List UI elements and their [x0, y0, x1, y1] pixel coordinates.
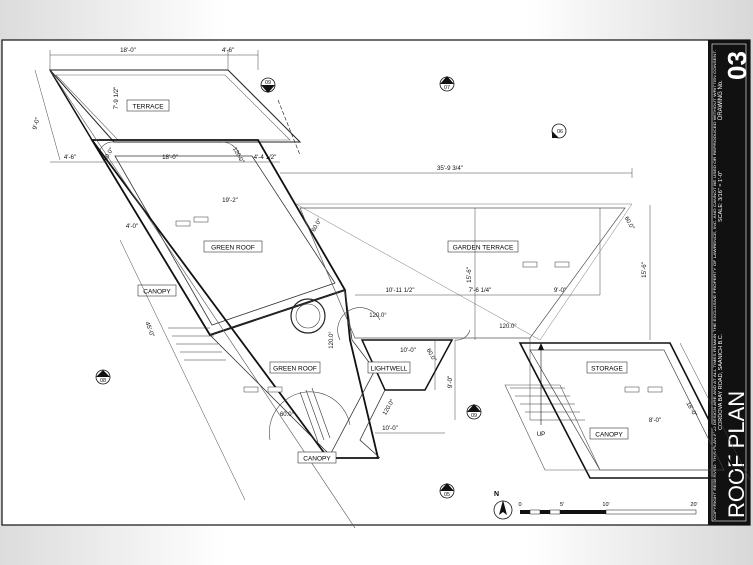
- sheet-title: ROOF PLAN: [724, 391, 749, 518]
- storage: STORAGE: [518, 342, 740, 479]
- green-roof-upper-label: GREEN ROOF: [211, 245, 255, 252]
- terrace: TERRACE: [48, 69, 302, 143]
- scale-20: 20': [690, 502, 697, 508]
- dim-11: 10'-11 1/2": [385, 287, 414, 294]
- marker-06: 06: [551, 123, 567, 139]
- dim-16: 10'-0": [400, 347, 416, 354]
- marker-07-text: 07: [444, 85, 450, 91]
- sheet-border: [1, 39, 751, 526]
- angle-10: 60.0°: [280, 412, 295, 418]
- drawing-no-label: DRAWING No.: [718, 80, 724, 120]
- green-roof-lower-label: GREEN ROOF: [273, 366, 317, 373]
- dim-21: 45'-0": [143, 321, 155, 338]
- title-block: 03 DRAWING No. SCALE: 3/16" = 1'-0" ROOF…: [708, 40, 752, 525]
- roof-plan-drawing: 03 DRAWING No. SCALE: 3/16" = 1'-0" ROOF…: [1, 39, 752, 528]
- lightwell-label: LIGHTWELL: [371, 366, 408, 373]
- dim-2: 4'-6": [222, 47, 234, 54]
- dim-3: 7'-9 1/2": [113, 87, 120, 110]
- skylight: [290, 298, 326, 334]
- dim-4: 9'-0": [32, 117, 42, 131]
- dim-12: 7'-6 1/4": [469, 287, 492, 294]
- north-label: N: [494, 491, 499, 498]
- scale-5: 5': [560, 502, 564, 508]
- north-arrow: N: [493, 491, 513, 520]
- marker-09a-text: 09: [265, 80, 271, 86]
- dim-13: 9'-0": [554, 287, 566, 294]
- canopy-label-1: CANOPY: [143, 289, 171, 296]
- dimension-lines: [34, 50, 751, 501]
- angle-7: 120.0°: [499, 324, 517, 330]
- marker-06-text: 06: [557, 129, 563, 135]
- section-markers: 09 07 06 08 09 05: [95, 76, 567, 499]
- lightwell: LIGHTWELL: [359, 339, 454, 459]
- copyright-note: COPYRIGHT RESERVED. THIS PLAN AND DESIGN…: [713, 50, 717, 520]
- drawing-number: 03: [722, 51, 752, 80]
- marker-05: 05: [439, 483, 455, 499]
- roof-drains: [175, 216, 663, 393]
- sheet-scale: SCALE: 3/16" = 1'-0": [718, 171, 724, 222]
- dim-10: 4'-0": [126, 223, 138, 230]
- marker-08: 08: [95, 369, 111, 385]
- sheet-address: CORDOVA BAY ROAD, SAANICH B.C.: [718, 333, 724, 430]
- dim-14: 15'-6": [466, 267, 473, 283]
- scale-10: 10': [602, 502, 609, 508]
- up-label: UP: [537, 432, 545, 438]
- dim-15: 15'-6": [641, 262, 648, 278]
- canopy-label-3: CANOPY: [595, 432, 623, 439]
- dim-5: 4'-6": [64, 154, 76, 161]
- storage-label: STORAGE: [591, 366, 623, 373]
- dim-20: 8'-0": [649, 417, 661, 424]
- marker-09-bottom: 09: [466, 404, 482, 420]
- garden-terrace-label: GARDEN TERRACE: [453, 245, 514, 252]
- scale-bar: 0 5' 10' 20': [518, 502, 698, 515]
- angle-arcs: [99, 141, 471, 441]
- dim-17: 9'-0": [447, 376, 454, 388]
- scale-0: 0: [518, 502, 521, 508]
- dim-9: 19'-2": [222, 197, 238, 204]
- marker-09-top: 09: [260, 77, 301, 156]
- dim-1: 18'-0": [120, 47, 136, 54]
- north-arrow-icon: [499, 500, 507, 515]
- marker-07: 07: [439, 76, 455, 92]
- dimension-text: 18'-0" 4'-6" 7'-9 1/2" 9'-0" 4'-6" 18'-0…: [32, 47, 699, 432]
- marker-08-text: 08: [100, 378, 106, 384]
- canopy-label-2: CANOPY: [303, 456, 331, 463]
- angle-5: 120.0°: [369, 313, 387, 319]
- marker-09b-text: 09: [471, 413, 477, 419]
- dim-8: 35'-9 3/4": [437, 165, 463, 172]
- dim-7: 4'-4 1/2": [254, 154, 277, 161]
- dim-18: 10'-0": [382, 425, 398, 432]
- angle-6: 120.0°: [329, 331, 335, 349]
- canopies: CANOPY CANOPY CANOPY: [137, 284, 629, 471]
- dim-6: 18'-0": [162, 154, 178, 161]
- marker-05-text: 05: [444, 492, 450, 498]
- terrace-label: TERRACE: [132, 104, 164, 111]
- up-arrow: UP: [537, 343, 545, 438]
